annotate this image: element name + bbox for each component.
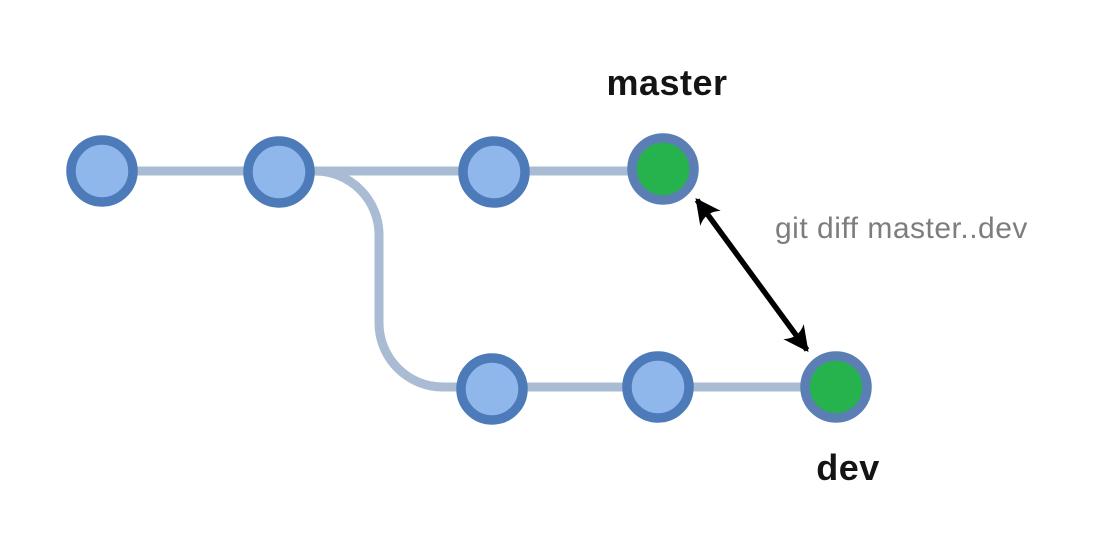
branch-curve xyxy=(279,166,492,392)
commit-node-master xyxy=(66,135,138,207)
branch-edges xyxy=(102,166,836,392)
commit-node-dev xyxy=(456,353,528,425)
commit-node-dev xyxy=(622,351,694,423)
commit-nodes xyxy=(66,133,872,425)
git-diff-command-annotation: git diff master..dev xyxy=(775,212,1028,245)
commit-node-dev-head xyxy=(800,351,872,423)
commit-node-master-head xyxy=(627,133,699,205)
diff-arrow xyxy=(694,197,810,353)
master-branch-label: master xyxy=(606,62,727,103)
commit-node-master xyxy=(458,136,530,208)
dev-branch-label: dev xyxy=(816,447,880,488)
commit-node-master xyxy=(243,136,315,208)
